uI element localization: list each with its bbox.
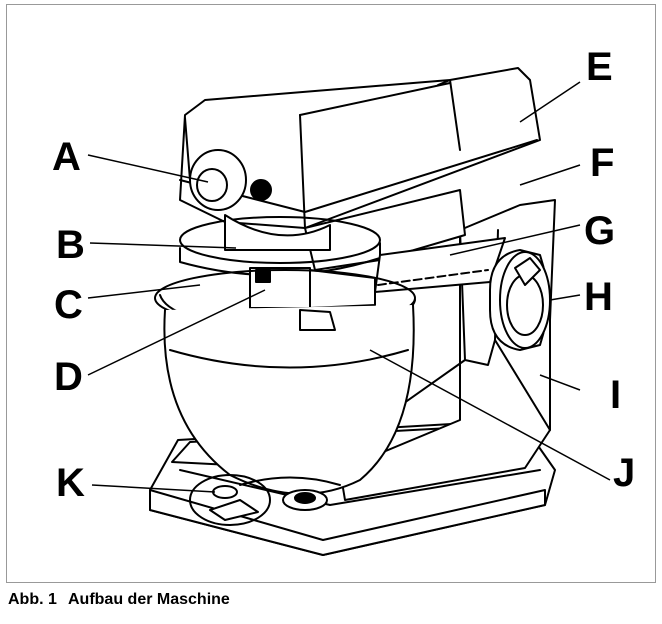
arm-support [304, 189, 466, 271]
leader-k [91, 484, 216, 493]
part-label-i: I [610, 373, 621, 417]
part-label-c: C [54, 283, 83, 327]
part-label-f: F [590, 141, 614, 185]
part-label-h: H [584, 275, 613, 319]
leader-f [519, 164, 581, 186]
part-label-e: E [586, 45, 613, 89]
speed-dial [489, 249, 551, 351]
part-label-g: G [584, 209, 615, 253]
bowl-lock [189, 474, 341, 526]
part-label-b: B [56, 223, 85, 267]
part-label-d: D [54, 355, 83, 399]
part-label-j: J [613, 451, 635, 495]
figure-number: Abb. 1 [8, 591, 57, 608]
leader-j [369, 349, 611, 481]
part-label-k: K [56, 461, 85, 505]
leader-b [89, 242, 237, 249]
leader-d [87, 289, 266, 376]
leader-lines [87, 81, 611, 493]
leader-e [519, 81, 581, 123]
leader-i [539, 374, 581, 391]
leader-c [87, 284, 201, 299]
leader-a [87, 154, 209, 183]
splash-guard [179, 214, 381, 277]
mixer-diagram: A B C D E F G H I J K [52, 45, 635, 556]
figure-title: Aufbau der Maschine [68, 591, 230, 608]
tool-coupling [249, 267, 376, 309]
drive-outlet-knob [189, 149, 272, 211]
leader-g [449, 224, 581, 256]
figure-caption: Abb. 1 Aufbau der Maschine [8, 591, 230, 609]
leader-h [549, 294, 581, 301]
part-label-a: A [52, 135, 81, 179]
